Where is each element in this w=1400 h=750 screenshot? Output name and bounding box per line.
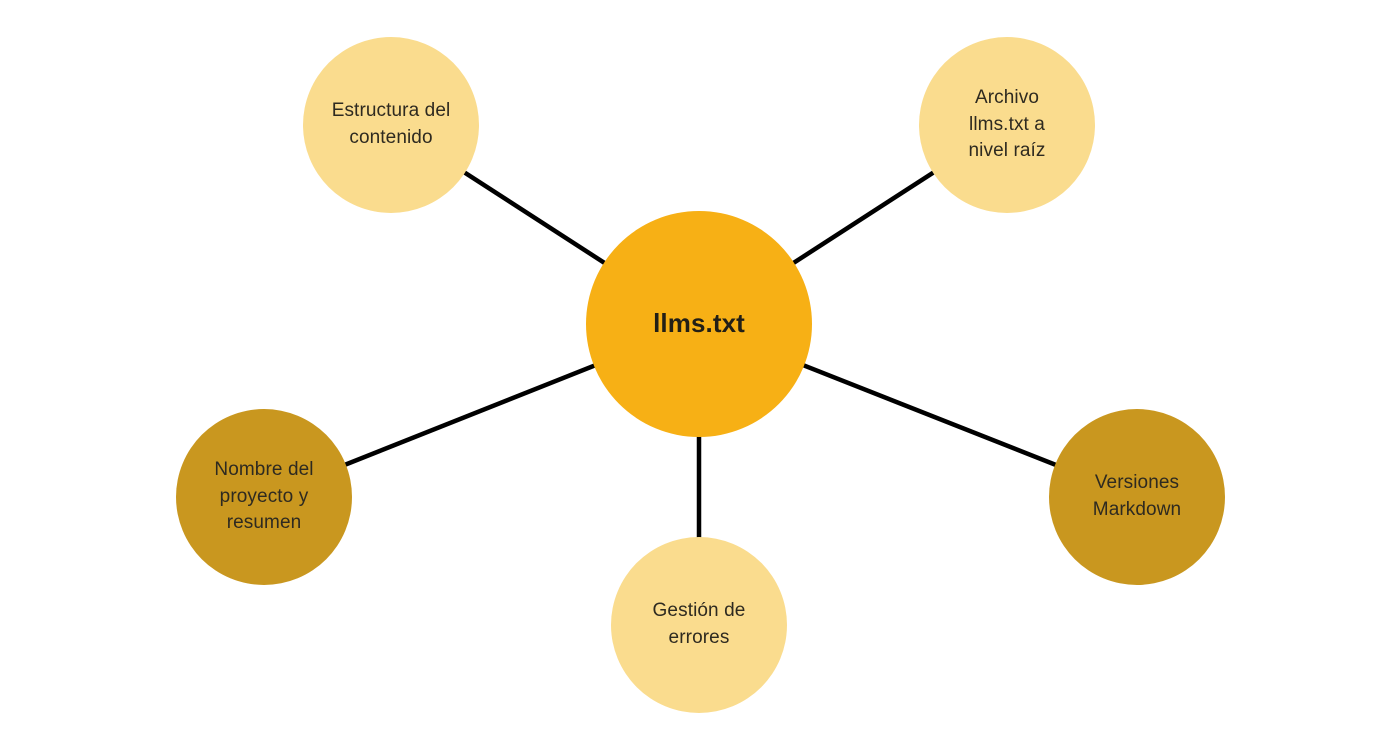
node-center-llms-txt: llms.txt <box>586 211 812 437</box>
node-label: Nombre del proyecto y resumen <box>214 458 314 534</box>
node-label: Versiones Markdown <box>1092 472 1182 520</box>
node-label: Gestión de errores <box>652 600 746 648</box>
node-versiones-markdown: Versiones Markdown <box>1049 409 1225 585</box>
node-label: Archivo llms.txt a nivel raíz <box>968 86 1046 162</box>
node-estructura-del-contenido: Estructura del contenido <box>303 37 479 213</box>
node-center-label: llms.txt <box>653 308 745 339</box>
node-gestion-de-errores: Gestión de errores <box>611 537 787 713</box>
node-nombre-del-proyecto-y-resumen: Nombre del proyecto y resumen <box>176 409 352 585</box>
node-archivo-llms-txt-nivel-raiz: Archivo llms.txt a nivel raíz <box>919 37 1095 213</box>
node-label: Estructura del contenido <box>331 100 451 148</box>
